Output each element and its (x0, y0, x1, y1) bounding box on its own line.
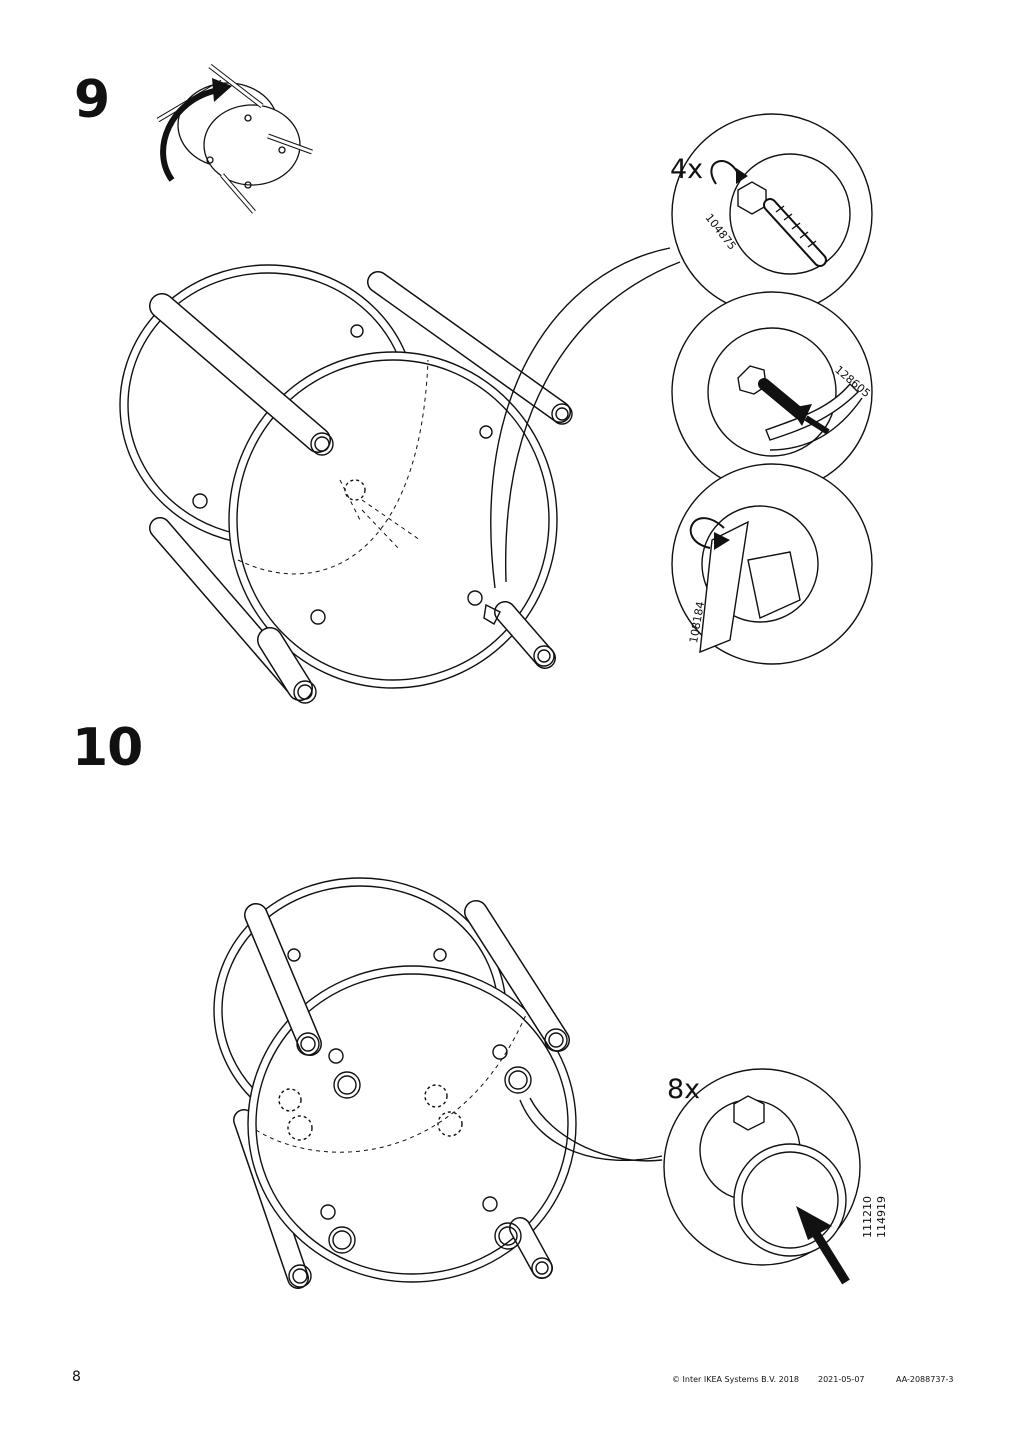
insert-arrow-icon (806, 418, 828, 432)
detail-callouts-step9 (491, 114, 872, 664)
turn-arrow-head-icon (736, 168, 748, 184)
push-arrow-head-icon (796, 1206, 832, 1240)
step-9-quantity: 4x (670, 154, 704, 185)
step-9-number: 9 (74, 70, 110, 130)
turn-arrow-icon (691, 518, 724, 548)
document-date: 2021-05-07 (818, 1375, 865, 1384)
stool-step9 (120, 265, 572, 703)
turn-arrow-head-icon (714, 532, 730, 550)
part-number: 114919 (875, 1196, 888, 1238)
flip-stool-thumbnail (158, 66, 312, 212)
stool-step10 (214, 878, 576, 1287)
insert-arrow-head-icon (790, 404, 812, 426)
step-10-number: 10 (72, 718, 143, 778)
document-id: AA-2088737-3 (896, 1375, 954, 1384)
rotate-arrow-head-icon (212, 78, 232, 102)
step-10-quantity: 8x (667, 1074, 701, 1105)
part-number: 111210 (861, 1196, 874, 1238)
rotate-arrow-icon (163, 90, 218, 180)
page-number: 8 (72, 1369, 81, 1385)
copyright: © Inter IKEA Systems B.V. 2018 (672, 1375, 799, 1384)
